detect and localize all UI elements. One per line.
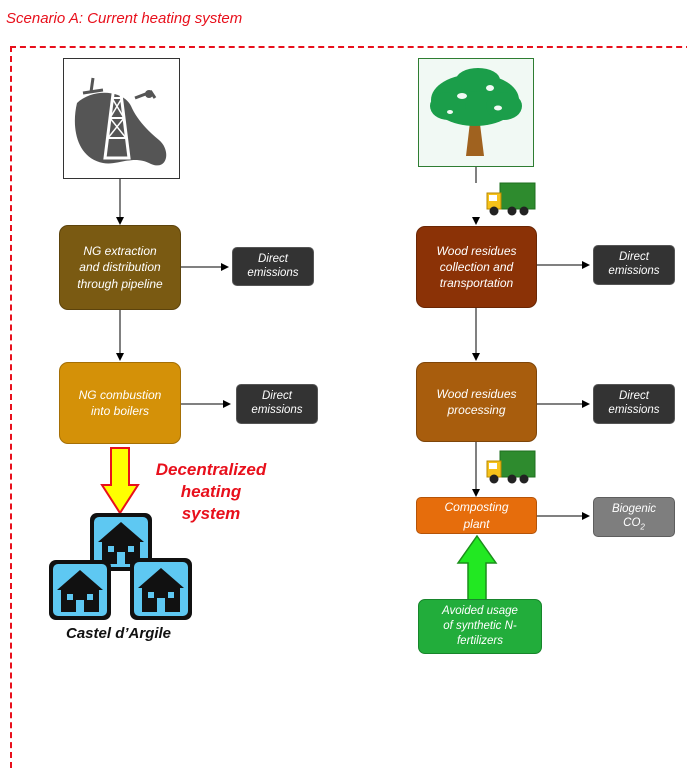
ng-extraction-box: NG extraction and distribution through p… [59,225,181,310]
direct-emissions-box: Direct emissions [232,247,314,286]
biogenic-label: Biogenic [611,502,657,515]
direct-emissions-box: Direct emissions [593,245,675,285]
dashed-frame [10,46,687,768]
decentralized-label: Decentralized heating system [155,460,267,524]
direct-emissions-box: Direct emissions [593,384,675,424]
wood-collection-box: Wood residues collection and transportat… [416,226,537,308]
scenario-title: Scenario A: Current heating system [6,10,243,27]
truck-icon [486,182,536,216]
green-up-arrow [456,535,498,603]
avoided-fertilizers-box: Avoided usage of synthetic N- fertilizer… [418,599,542,654]
composting-plant-box: Composting plant [416,497,537,534]
gas-derrick-icon [63,58,180,179]
direct-emissions-box: Direct emissions [236,384,318,424]
biogenic-co2-box: Biogenic CO2 [593,497,675,537]
truck-icon [486,450,536,484]
connector-arrows [116,167,590,520]
yellow-down-arrow [100,447,140,515]
location-label: Castel d’Argile [66,625,172,642]
co2-label: CO2 [623,517,645,532]
wood-processing-box: Wood residues processing [416,362,537,442]
ng-combustion-box: NG combustion into boilers [59,362,181,444]
house-icon [49,513,192,620]
tree-icon [418,58,534,167]
